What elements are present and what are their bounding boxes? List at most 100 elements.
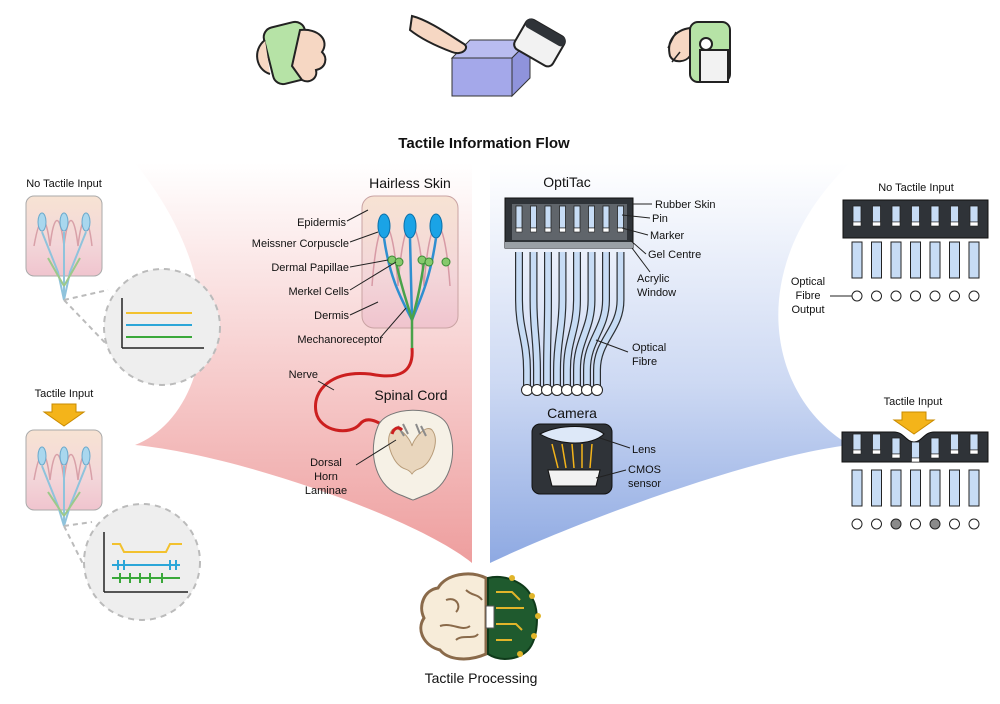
brain-chip-icon — [419, 572, 541, 661]
optical-fibre-core — [594, 252, 624, 386]
label-epidermis: Epidermis — [297, 217, 346, 229]
right-top-sensor — [842, 199, 989, 302]
optitac-pin — [573, 205, 581, 229]
label-rubber-skin: Rubber Skin — [655, 199, 716, 211]
label-horn: Horn — [314, 471, 338, 483]
fibre-output — [968, 518, 980, 530]
sensor-marker — [852, 221, 862, 227]
label-meissner: Meissner Corpuscle — [252, 238, 349, 250]
left-press-arrow — [42, 403, 86, 427]
label-window: Window — [637, 287, 676, 299]
optitac-pin — [617, 205, 624, 229]
optitac-sensor — [504, 197, 634, 249]
optitac-marker — [617, 227, 624, 233]
camera-illustration — [531, 423, 613, 495]
label-papillae: Dermal Papillae — [271, 262, 349, 274]
cmos-leader — [595, 469, 627, 479]
optitac-pin — [602, 205, 610, 229]
bottom-label: Tactile Processing — [425, 670, 538, 686]
finger-press-icon — [408, 14, 566, 98]
right-no-input-label: No Tactile Input — [878, 182, 954, 194]
nerve-fibre — [314, 347, 414, 435]
optitac-marker — [559, 227, 566, 233]
label-acrylic: Acrylic — [637, 273, 670, 285]
label-merkel: Merkel Cells — [288, 286, 349, 298]
sensor-marker — [930, 221, 940, 227]
hairless-skin-heading: Hairless Skin — [369, 175, 451, 191]
fibre-end — [521, 384, 533, 396]
optical-fibre-core — [544, 252, 551, 386]
sensor-pin — [911, 205, 920, 223]
fibre-output — [871, 518, 882, 530]
fibre-output — [929, 290, 941, 302]
label-optical-output-2: Fibre — [795, 290, 820, 302]
fibre-end — [591, 384, 603, 396]
label-optical-output-3: Output — [791, 304, 824, 316]
fibre-output — [910, 290, 921, 302]
fibre-end — [581, 384, 593, 396]
hand-grip-icon — [256, 20, 327, 86]
fibre-end — [541, 384, 553, 396]
sensor-fibre — [949, 241, 960, 279]
optitac-marker — [544, 227, 552, 233]
label-cmos: CMOS — [628, 464, 661, 476]
fibre-output — [968, 290, 980, 302]
sensor-marker — [969, 221, 979, 227]
optical-fibre-core — [554, 252, 566, 386]
optical-fibre-core — [564, 252, 580, 386]
optitac-pins — [515, 205, 624, 233]
optitac-pin — [530, 205, 537, 229]
sensor-marker — [852, 449, 862, 455]
fibre-end — [571, 384, 583, 396]
right-press-arrow — [892, 411, 936, 435]
right-input-label: Tactile Input — [884, 396, 943, 408]
optitac-pin — [588, 205, 595, 229]
sensor-marker — [891, 221, 901, 227]
spinal-cord-heading: Spinal Cord — [374, 387, 447, 403]
sensor-pin — [930, 437, 940, 455]
sensor-pin — [950, 205, 959, 223]
sensor-pin — [911, 441, 920, 459]
spinal-cord-illustration — [372, 409, 454, 501]
nerve-leader — [317, 380, 335, 391]
fibre-end — [561, 384, 573, 396]
sensor-marker — [950, 221, 959, 227]
diagram-title: Tactile Information Flow — [398, 135, 570, 152]
sensor-marker — [969, 449, 979, 455]
dorsal-horn-leader — [355, 439, 397, 466]
fibre-end — [531, 384, 543, 396]
sensor-pin — [891, 205, 901, 223]
fibre-output — [890, 518, 902, 530]
sensor-fibre — [968, 469, 980, 507]
optical-fibre-core — [530, 252, 540, 386]
fibre-output — [851, 518, 863, 530]
camera-heading: Camera — [547, 405, 597, 421]
sensor-marker — [930, 453, 940, 459]
left-scope-top — [63, 268, 221, 386]
left-scope-bottom — [63, 503, 201, 621]
biology-leader-lines — [346, 209, 407, 339]
fibre-output — [949, 290, 960, 302]
label-laminae: Laminae — [305, 485, 347, 497]
sensor-fibre — [890, 241, 902, 279]
sensor-fibre — [871, 241, 882, 279]
sensor-marker — [911, 221, 920, 227]
sensor-marker — [950, 449, 959, 455]
sensor-fibre — [910, 469, 921, 507]
label-marker: Marker — [650, 230, 685, 242]
optitac-leader-lines — [595, 203, 652, 353]
sensor-fibre — [968, 241, 980, 279]
right-bottom-sensor — [841, 431, 989, 530]
optitac-pin — [559, 205, 566, 229]
optitac-marker — [588, 227, 595, 233]
left-skin-bottom — [25, 429, 103, 527]
label-nerve: Nerve — [289, 369, 318, 381]
optitac-fibres — [515, 252, 625, 386]
label-mechanoreceptor: Mechanoreceptor — [297, 334, 383, 346]
sensor-pin — [930, 205, 940, 223]
optitac-marker — [515, 227, 523, 233]
optitac-marker — [573, 227, 581, 233]
sensor-marker — [891, 453, 901, 459]
